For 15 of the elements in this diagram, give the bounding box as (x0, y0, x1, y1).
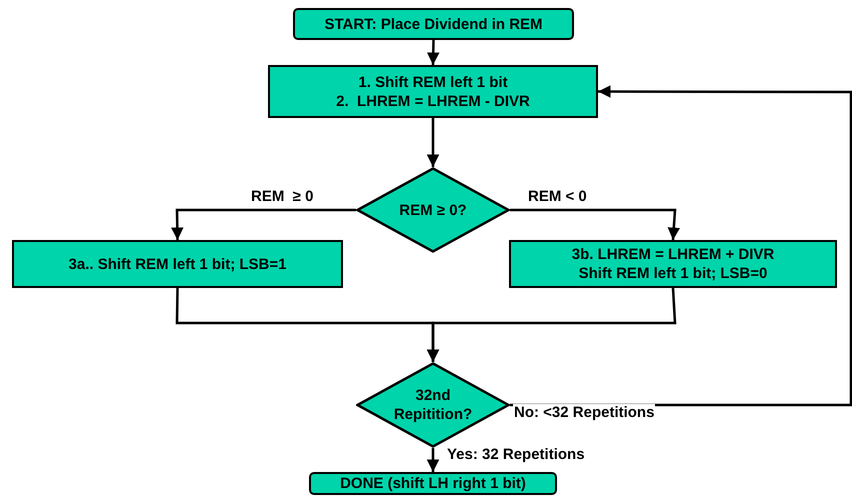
edge-label: Yes: 32 Repetitions (446, 446, 586, 464)
arrow (427, 40, 440, 66)
arrow (426, 118, 440, 167)
terminal-box: DONE (shift LH right 1 bit) (309, 472, 557, 495)
terminal-box: START: Place Dividend in REM (293, 8, 574, 40)
arrow (171, 208, 356, 240)
process-box: 1. Shift REM left 1 bit 2. LHREM = LHREM - DIVR (268, 65, 598, 118)
decision-diamond: REM ≥ 0? (356, 167, 510, 253)
edge-label: No: <32 Repetitions (513, 404, 656, 422)
arrow (426, 448, 440, 472)
process-box: 3a.. Shift REM left 1 bit; LSB=1 (12, 240, 343, 288)
arrow (426, 288, 676, 362)
arrow (510, 208, 680, 240)
process-box: 3b. LHREM = LHREM + DIVR Shift REM left 1 bit; LSB=0 (509, 240, 837, 288)
decision-diamond: 32nd Repitition? (356, 362, 510, 448)
